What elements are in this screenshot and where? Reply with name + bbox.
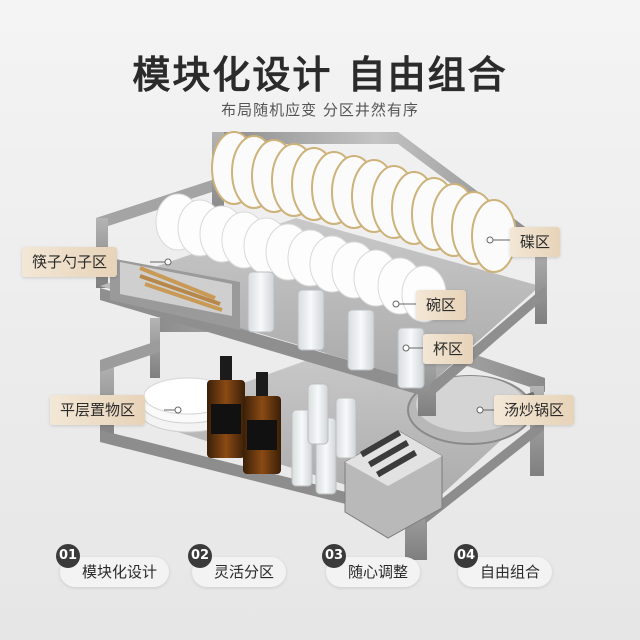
zone-label-cups: 杯区	[423, 334, 474, 364]
glass-cups	[247, 271, 425, 389]
feature-flexible: 02 灵活分区	[188, 544, 287, 587]
feature-number: 04	[454, 544, 478, 568]
bowls	[155, 193, 447, 323]
feature-number: 02	[188, 544, 212, 568]
feature-label: 随心调整	[348, 563, 409, 581]
feature-label: 自由组合	[480, 563, 541, 581]
page-title: 模块化设计 自由组合	[132, 53, 508, 97]
zone-label-pots: 汤炒锅区	[494, 395, 575, 425]
zone-label-flat: 平层置物区	[50, 395, 146, 425]
feature-combine: 04 自由组合	[454, 544, 553, 587]
feature-label: 模块化设计	[82, 563, 158, 581]
zone-label-chopsticks: 筷子勺子区	[22, 247, 118, 277]
feature-label: 灵活分区	[214, 563, 275, 581]
feature-number: 03	[322, 544, 346, 568]
feature-modular: 01 模块化设计	[56, 544, 170, 587]
feature-number: 01	[56, 544, 80, 568]
feature-adjust: 03 随心调整	[322, 544, 421, 587]
zone-label-plates: 碟区	[510, 227, 561, 257]
page-subtitle: 布局随机应变 分区井然有序	[221, 101, 419, 119]
zone-label-bowls: 碗区	[416, 290, 467, 320]
leader-lines	[150, 236, 510, 414]
